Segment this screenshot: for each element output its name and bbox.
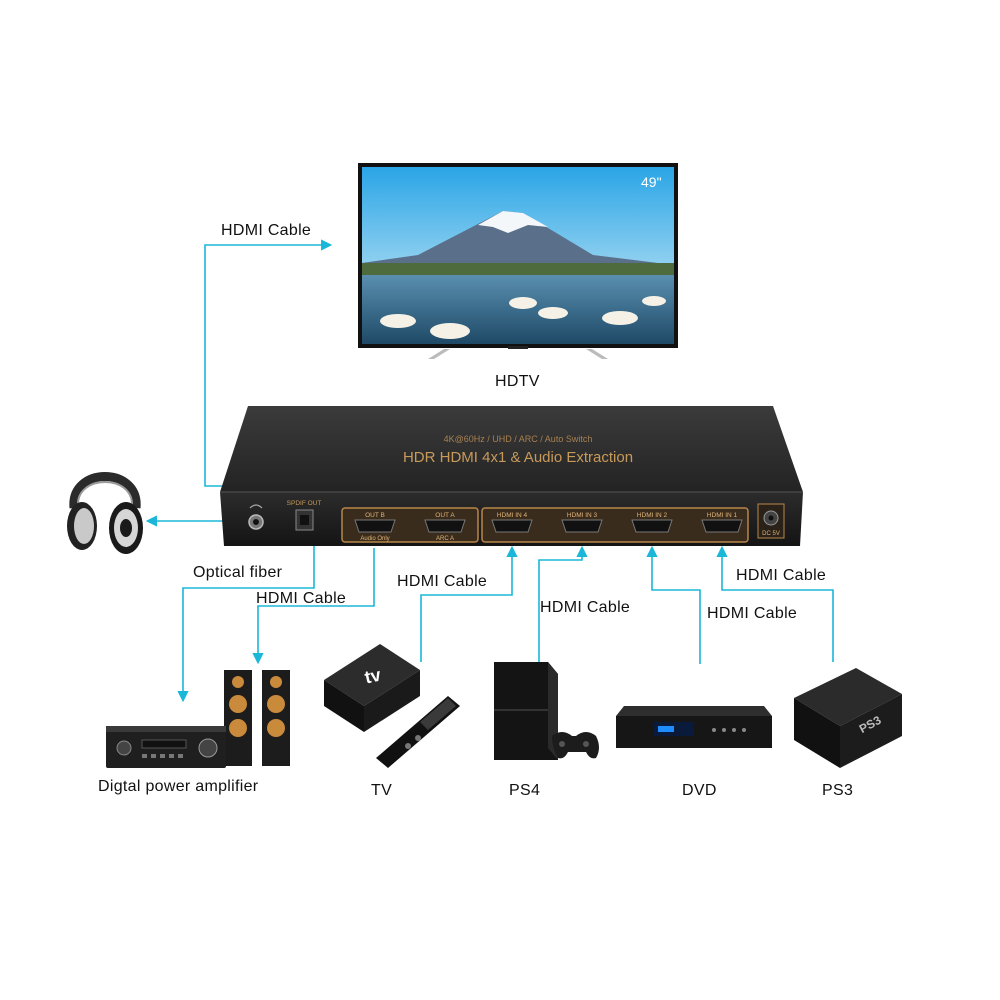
switch-title: HDR HDMI 4x1 & Audio Extraction [403, 449, 633, 466]
audio-only-label: Audio Only [360, 536, 389, 542]
hdmi-switch: HDR HDMI 4x1 & Audio Extraction 4K@60Hz … [220, 406, 803, 546]
in4-label: HDMI IN 4 [497, 512, 528, 519]
cable-line-dvd [646, 545, 701, 664]
hdtv-caption: HDTV [495, 373, 540, 390]
ps3-image: PS3 [794, 668, 902, 768]
amplifier-image [106, 670, 290, 768]
cable-label-appletv: HDMI Cable [397, 573, 488, 590]
caption-dvd: DVD [682, 782, 717, 799]
headphones-icon [67, 472, 143, 554]
apple-tv-logo: tv [363, 665, 383, 688]
in2-label: HDMI IN 2 [637, 512, 668, 519]
arc-a-label: ARC A [436, 536, 454, 542]
ps4-image [494, 662, 599, 760]
cable-line-ps3 [716, 545, 834, 662]
dc-label: DC 5V [762, 531, 780, 537]
cable-line-optical [177, 540, 315, 703]
caption-ps4: PS4 [509, 782, 541, 799]
cable-label-optical: Optical fiber [193, 564, 283, 581]
switch-subtitle: 4K@60Hz / UHD / ARC / Auto Switch [444, 434, 593, 444]
outb-label: OUT B [365, 512, 385, 519]
cable-line-amp [252, 548, 375, 665]
outa-label: OUT A [435, 512, 455, 519]
caption-appletv: TV [371, 782, 393, 799]
cable-label-amp: HDMI Cable [256, 590, 347, 607]
in1-label: HDMI IN 1 [707, 512, 738, 519]
cable-label-ps4: HDMI Cable [540, 599, 631, 616]
apple-tv-image: tv [324, 644, 460, 768]
cable-label-dvd: HDMI Cable [707, 605, 798, 622]
in3-label: HDMI IN 3 [567, 512, 598, 519]
spdif-label: SPDIF OUT [287, 500, 322, 507]
cable-label-ps3: HDMI Cable [736, 567, 827, 584]
cable-label-top: HDMI Cable [221, 222, 312, 239]
dvd-player-image [616, 706, 772, 748]
hdtv-image: 49" [358, 163, 678, 359]
caption-amplifier: Digtal power amplifier [98, 778, 259, 795]
cable-line-appletv [420, 545, 518, 662]
tv-size-label: 49" [641, 174, 662, 190]
cable-line-ps4 [538, 545, 588, 662]
caption-ps3: PS3 [822, 782, 854, 799]
